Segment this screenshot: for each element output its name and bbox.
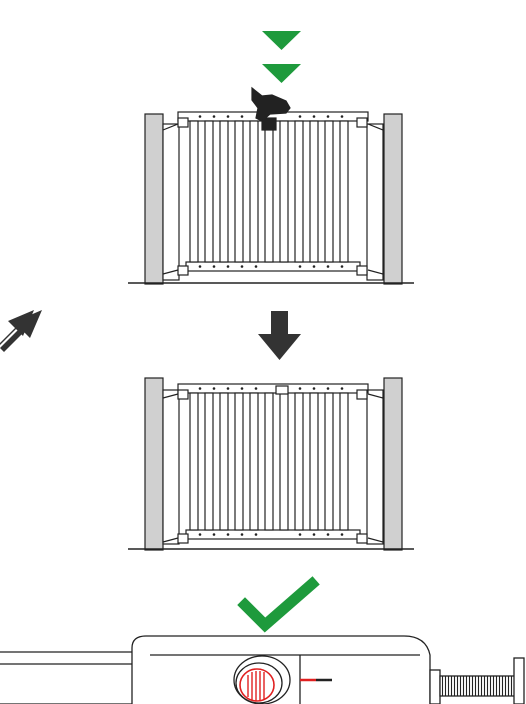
gate-bars	[190, 121, 348, 262]
gate-bottom-rail	[186, 530, 360, 539]
check-mark-icon	[245, 584, 312, 625]
spindle-nut	[430, 670, 440, 704]
lock-detail-illustration	[0, 636, 524, 704]
gate-top-rail	[178, 384, 368, 393]
gate-frame-right	[367, 124, 383, 280]
wall-left	[145, 114, 163, 284]
double-down-triangle-icon	[262, 31, 301, 83]
gate-frame-left	[163, 390, 179, 544]
wall-pad	[514, 658, 524, 704]
wall-right	[384, 114, 402, 284]
down-arrow-icon	[258, 311, 301, 360]
lock-button-red	[240, 669, 274, 701]
gate-frame-left	[163, 124, 179, 280]
wall-right	[384, 378, 402, 550]
gate-illustration-step-2	[128, 378, 414, 550]
gate-frame-right	[367, 390, 383, 544]
wall-left	[145, 378, 163, 550]
gate-latch	[276, 386, 288, 394]
gate-bars	[190, 393, 348, 530]
down-triangle-icon-upper	[262, 31, 301, 50]
gate-illustration-step-1	[128, 88, 414, 284]
diagonal-up-right-arrow-icon	[0, 310, 42, 354]
down-triangle-icon-lower	[262, 64, 301, 83]
threaded-spindle	[440, 676, 518, 696]
gate-bottom-rail	[186, 262, 360, 271]
